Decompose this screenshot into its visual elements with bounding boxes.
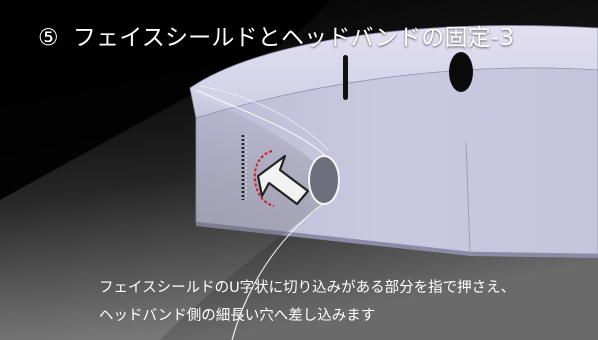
page-title: ⑤ フェイスシールドとヘッドバンドの固定-3 <box>38 18 514 52</box>
title-text: フェイスシールドとヘッドバンドの固定-3 <box>72 25 515 51</box>
face-shield-edge-2 <box>199 85 329 151</box>
face-shield <box>0 88 329 340</box>
caption-line-1: フェイスシールドのU字状に切り込みがある部分を指で押さえ、 <box>99 280 516 296</box>
step-number: ⑤ <box>38 25 59 51</box>
push-arrow-icon <box>256 154 310 206</box>
clip-oval <box>308 155 340 205</box>
caption-line-2: ヘッドバンド側の細長い穴へ差し込みます <box>99 308 376 324</box>
caption: フェイスシールドのU字状に切り込みがある部分を指で押さえ、 ヘッドバンド側の細長… <box>99 274 515 330</box>
headband-bottom-edge <box>196 222 598 258</box>
headband-hole <box>449 52 473 92</box>
slit-ticks <box>241 135 247 200</box>
headband-seam <box>465 141 471 253</box>
headband-slot <box>343 55 348 100</box>
shadow-region <box>0 0 330 200</box>
u-cut-mark-icon <box>253 150 275 207</box>
